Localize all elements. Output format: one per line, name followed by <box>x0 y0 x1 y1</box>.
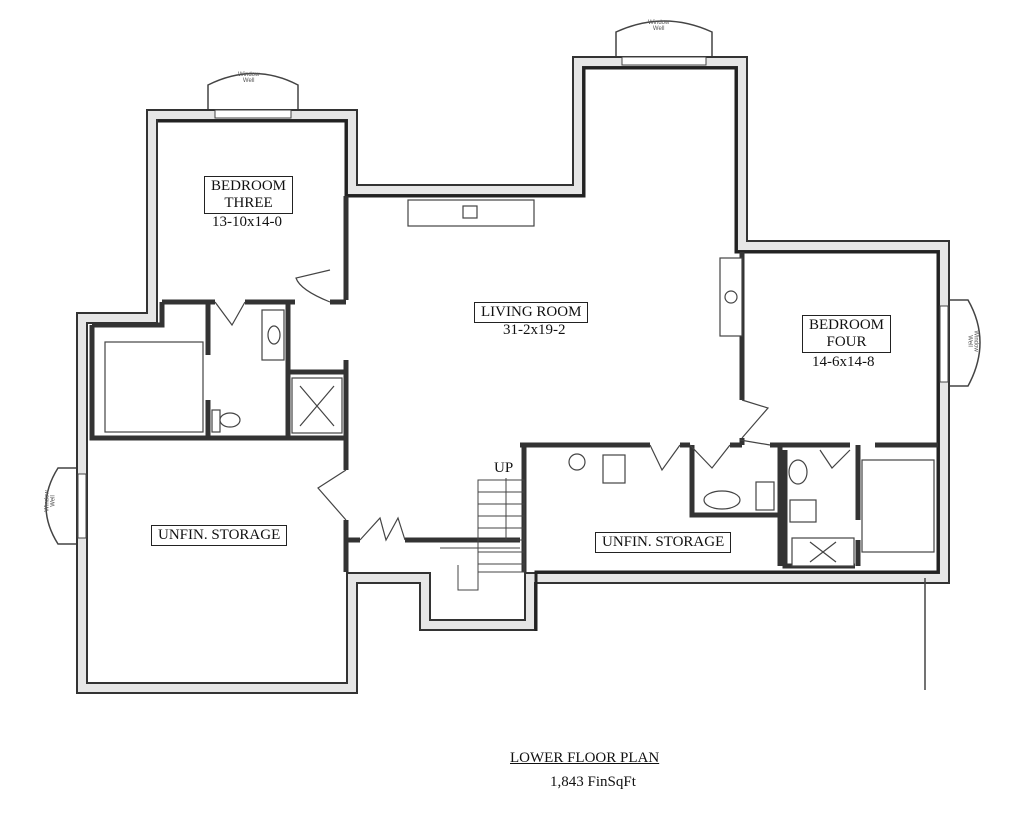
ww-line: Window <box>648 20 670 26</box>
ww-line: Window <box>238 72 260 78</box>
storage-left-label: UNFIN. STORAGE <box>151 525 288 546</box>
storage-shelf-left <box>104 341 204 433</box>
window-well-bedroom-three <box>207 72 299 112</box>
living-room-label: LIVING ROOM <box>474 302 589 323</box>
kitchenette-counter <box>407 199 535 227</box>
window-well-bedroom-four <box>946 299 981 387</box>
window-well-storage <box>45 467 80 545</box>
storage-shelf-right <box>861 459 935 553</box>
fixtures <box>104 199 935 567</box>
stairs-up-label: UP <box>494 460 514 476</box>
window-well-living <box>615 20 713 60</box>
interior-walls <box>89 196 938 572</box>
storage-right-label: UNFIN. STORAGE <box>595 532 732 553</box>
furnace <box>602 454 626 484</box>
plan-area: 1,843 FinSqFt <box>550 774 636 790</box>
plan-title: LOWER FLOOR PLAN <box>510 750 660 766</box>
bedroom-three-dims: 13-10x14-0 <box>212 214 282 230</box>
bedroom-four-label: BEDROOM FOUR <box>802 315 892 353</box>
ww-line: Well <box>652 26 665 32</box>
room-name: THREE <box>224 195 273 211</box>
ww-line: Well <box>50 495 57 507</box>
ww-line: Well <box>242 78 255 84</box>
stairs <box>440 478 525 591</box>
window-wells <box>45 20 981 545</box>
living-room-dims: 31-2x19-2 <box>503 322 566 338</box>
room-name: BEDROOM <box>809 317 885 333</box>
room-name: BEDROOM <box>211 178 287 194</box>
doors <box>214 269 851 542</box>
water-heater <box>568 453 586 471</box>
room-name: FOUR <box>826 334 867 350</box>
ww-line: Window <box>972 330 979 352</box>
bedroom-four-dims: 14-6x14-8 <box>812 354 875 370</box>
exterior-wall <box>76 56 950 694</box>
bedroom-three-label: BEDROOM THREE <box>204 176 294 214</box>
